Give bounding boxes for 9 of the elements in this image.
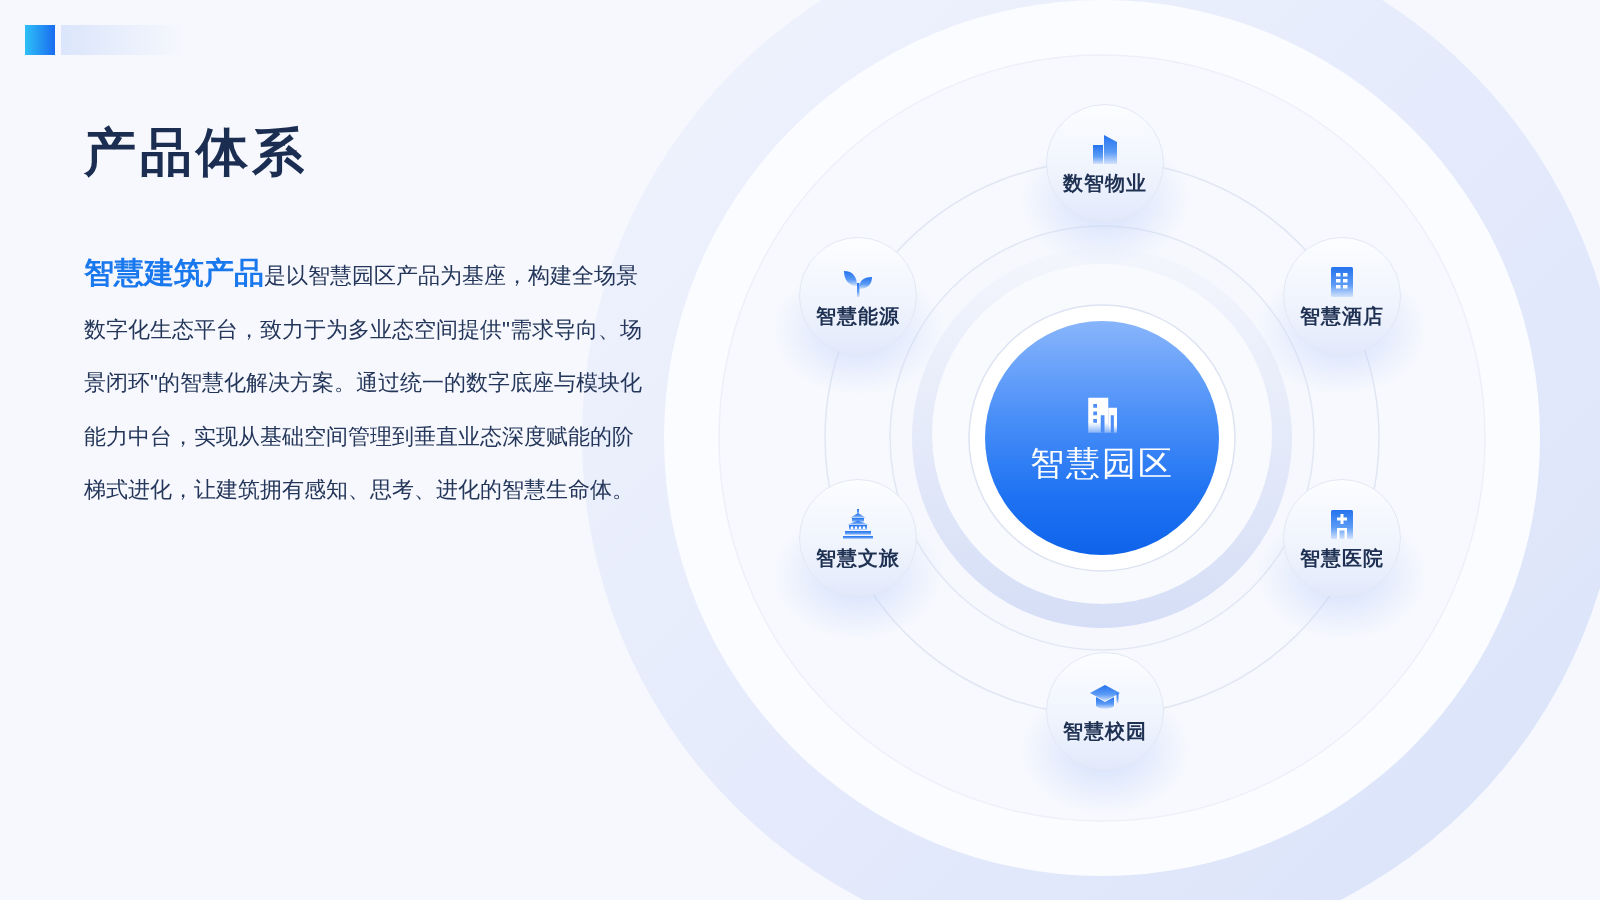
node-label: 智慧园区 — [1030, 444, 1174, 482]
title: 产品体系 — [84, 122, 308, 183]
paragraph: 智慧建筑产品是以智慧园区产品为基座，构建全场景数字化生态平台，致力于为多业态空间提供"需求导向、场景闭环"的智慧化解决方案。通过统一的数字底座与模块化能力中台，实现从基础空间管理到垂直业态深度赋能的阶梯式进化，让建筑拥有感知、思考、进化的智慧生命体。 — [84, 255, 643, 504]
node-label: 智慧校园 — [1063, 719, 1147, 742]
node-label: 数智物业 — [1063, 171, 1147, 194]
node-label: 智慧文旅 — [816, 546, 900, 569]
node-label: 智慧酒店 — [1300, 304, 1384, 327]
node-label: 智慧能源 — [816, 304, 900, 327]
node-label: 智慧医院 — [1300, 546, 1384, 569]
